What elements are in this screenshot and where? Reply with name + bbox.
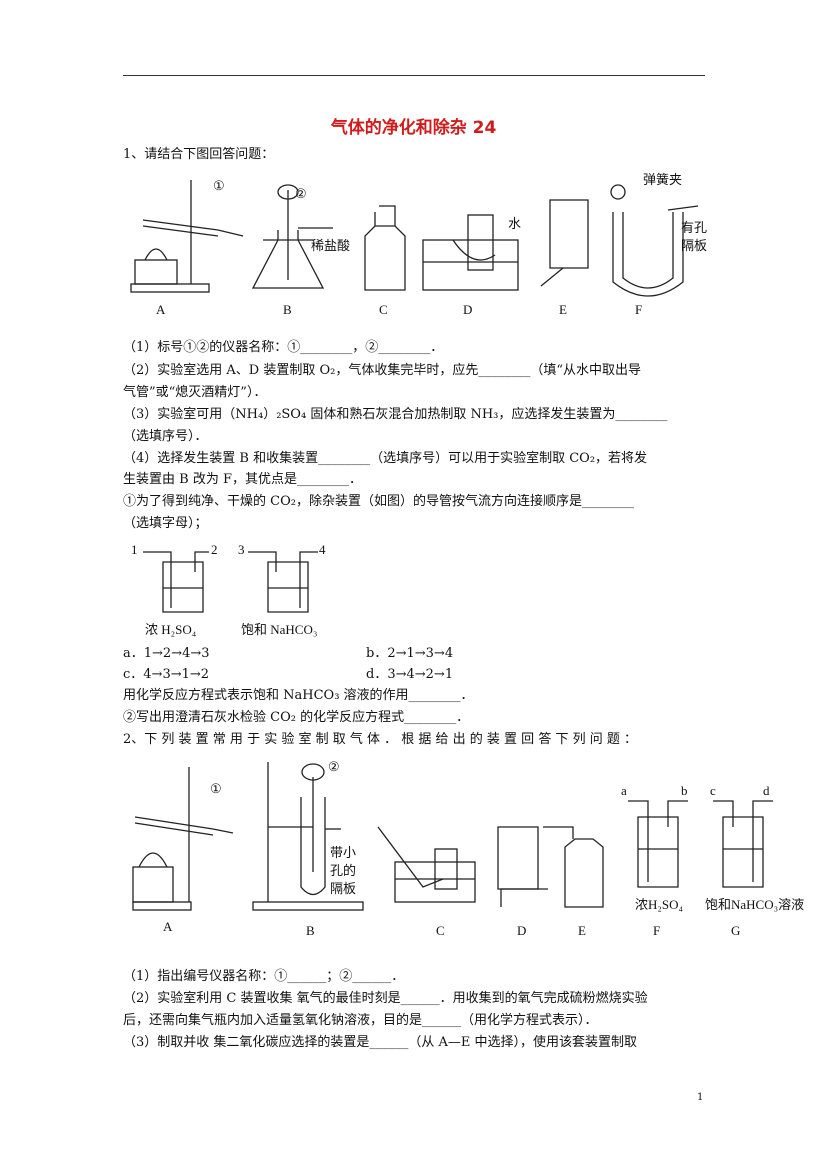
q1-line3: 气管”或“熄灭酒精灯”）． — [123, 385, 267, 400]
q1-line4: （3）实验室可用（NH₄）₂SO₄ 固体和熟石灰混合加热制取 NH₃，应选择发生… — [123, 407, 668, 422]
q2-fig-a: a — [621, 783, 627, 798]
q2-fig-sat: 饱和NaHCO₃溶液 — [705, 897, 804, 912]
q1-fig-label-a: A — [156, 302, 166, 317]
q1-fig-label-f: F — [635, 302, 642, 317]
q1-line8: ①为了得到纯净、干燥的 CO₂，除杂装置（如图）的导管按气流方向连接顺序是___… — [123, 494, 634, 509]
q1-fig-label-b: B — [283, 302, 292, 317]
q1-option-b: b．2→1→3→4 — [366, 646, 454, 661]
q2-fig-label-a: A — [163, 919, 173, 934]
q2-fig-label-g: G — [731, 923, 740, 938]
q1-option-a: a．1→2→4→3 — [123, 646, 210, 661]
page-title: 气体的净化和除杂 24 — [330, 118, 497, 138]
q1-washing-bottles-figure: 1 2 3 4 浓 H₂SO₄ 饱和 NaHCO₃ — [123, 538, 343, 638]
q2-line2: （2）实验室利用 C 装置收集 氧气的最佳时刻是______．用收集到的氧气完成… — [123, 991, 648, 1006]
q1-intro: 1、请结合下图回答问题： — [123, 147, 275, 162]
q1-line6: （4）选择发生装置 B 和收集装置________（选填序号）可以用于实验室制取… — [123, 451, 648, 466]
q1-line10: 用化学反应方程式表示饱和 NaHCO₃ 溶液的作用________． — [123, 688, 474, 703]
wash-n2: 2 — [211, 542, 218, 557]
q2-fig-circle2: ② — [328, 759, 340, 774]
wash-n1: 1 — [131, 542, 138, 557]
q1-line7: 生装置由 B 改为 F，其优点是________． — [123, 472, 362, 487]
q1-fig-spring-clip: 弹簧夹 — [643, 172, 682, 187]
q2-line3: 后，还需向集气瓶内加入适量氢氧化钠溶液，目的是______（用化学方程式表示）． — [123, 1013, 598, 1028]
q2-line4: （3）制取并收 集二氧化碳应选择的装置是______（从 A—E 中选择），使用… — [123, 1035, 638, 1050]
q1-line9: （选填字母）； — [123, 516, 208, 531]
page-number: 1 — [697, 1092, 704, 1103]
q1-fig-water: 水 — [508, 216, 521, 231]
q2-fig-d: d — [763, 783, 770, 798]
q2-line1: （1）指出编号仪器名称：①______；②______． — [123, 969, 405, 984]
q1-fig-label-d: D — [463, 302, 472, 317]
q2-fig-label-c: C — [436, 923, 445, 938]
q2-fig-plate3: 隔板 — [330, 881, 356, 896]
wash-n3: 3 — [238, 542, 245, 557]
q2-fig-c: c — [710, 783, 716, 798]
q1-fig-dilute-hcl: 稀盐酸 — [311, 238, 350, 253]
wash-n4: 4 — [319, 542, 326, 557]
q2-apparatus-figure: ① ② 带小 孔的 隔板 a b c d 浓H₂SO₄ 饱和NaHCO₃溶液 A… — [123, 757, 823, 947]
q1-fig-label-e: E — [559, 302, 567, 317]
q2-fig-label-f: F — [653, 923, 660, 938]
wash-label-nahco3: 饱和 NaHCO₃ — [241, 622, 317, 637]
q1-apparatus-figure: ① ② 稀盐酸 水 弹簧夹 有孔 隔板 A B C D E F — [123, 170, 713, 320]
q1-fig-circle1: ① — [213, 178, 225, 193]
q1-fig-label-c: C — [379, 302, 388, 317]
q1-option-c: c．4→3→1→2 — [123, 667, 210, 682]
q1-option-d: d．3→4→2→1 — [366, 667, 454, 682]
wash-label-h2so4: 浓 H₂SO₄ — [145, 622, 197, 637]
q1-fig-circle2: ② — [295, 186, 307, 201]
q2-intro: 2、下 列 装 置 常 用 于 实 验 室 制 取 气 体 ． 根 据 给 出 … — [123, 732, 637, 747]
q2-fig-b: b — [681, 783, 688, 798]
q1-fig-porous2: 隔板 — [681, 238, 707, 253]
q2-fig-label-b: B — [306, 923, 315, 938]
q1-line1: （1）标号①②的仪器名称：①________，②________． — [123, 340, 444, 355]
q2-fig-label-d: D — [517, 923, 526, 938]
q1-line5: （选填序号）． — [123, 429, 208, 444]
q1-line2: （2）实验室选用 A、D 装置制取 O₂，气体收集完毕时，应先________（… — [123, 363, 641, 378]
q2-fig-conc: 浓H₂SO₄ — [635, 897, 684, 912]
header-rule — [123, 75, 705, 76]
q2-fig-plate2: 孔的 — [330, 863, 356, 878]
q2-fig-label-e: E — [578, 923, 586, 938]
q1-fig-porous1: 有孔 — [681, 220, 707, 235]
q1-line11: ②写出用澄清石灰水检验 CO₂ 的化学反应方程式________． — [123, 710, 470, 725]
q2-fig-plate1: 带小 — [330, 845, 356, 860]
q2-fig-circle1: ① — [210, 781, 222, 796]
